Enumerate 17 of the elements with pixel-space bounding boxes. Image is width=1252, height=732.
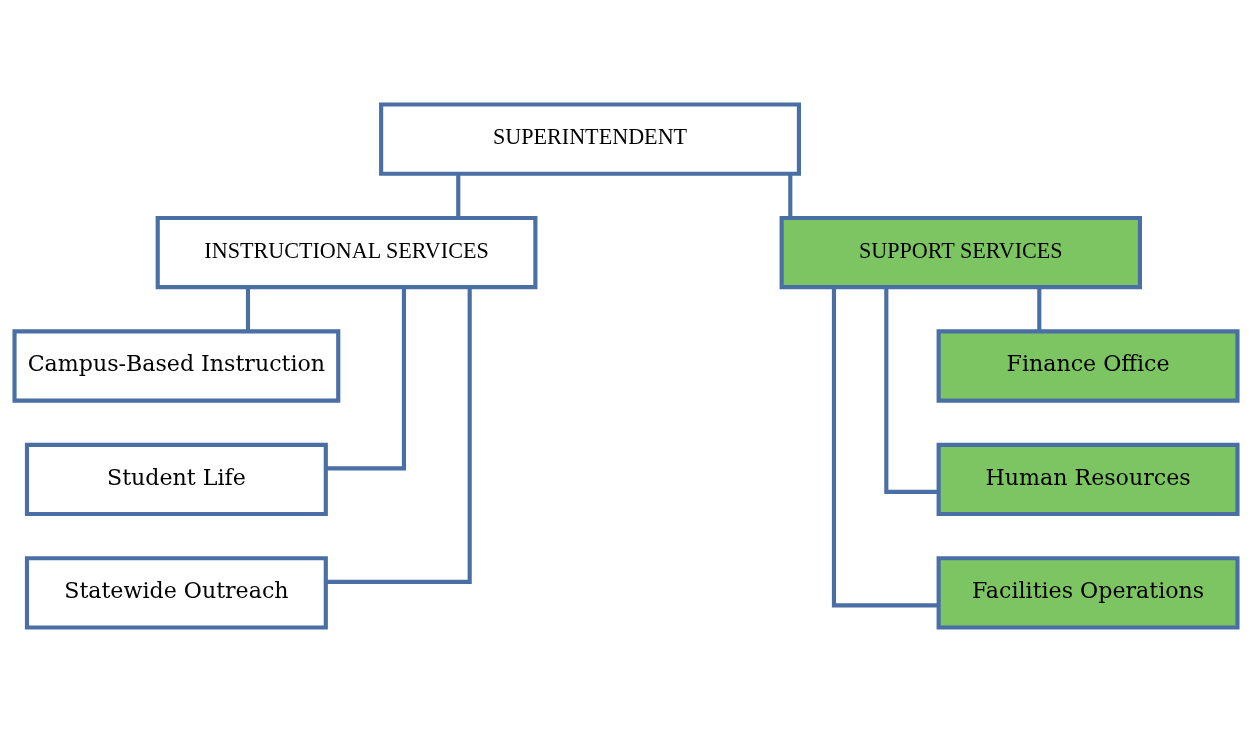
node-box: Human Resources (936, 442, 1240, 517)
connector (788, 173, 793, 218)
node-box: Finance Office (936, 329, 1240, 403)
connector (326, 287, 407, 471)
node-box: INSTRUCTIONAL SERVICES (155, 215, 538, 290)
node-box: Campus-Based Instruction (12, 329, 341, 403)
node-box: Statewide Outreach (24, 556, 328, 630)
connector (884, 287, 939, 494)
connector (1037, 287, 1042, 332)
node-box: SUPERINTENDENT (379, 102, 801, 176)
connector (456, 173, 461, 218)
node-box: Student Life (24, 442, 328, 517)
connector (326, 287, 472, 584)
connector (831, 287, 939, 608)
connector (245, 287, 251, 332)
node-box: SUPPORT SERVICES (779, 215, 1142, 290)
node-box: Facilities Operations (936, 556, 1240, 630)
